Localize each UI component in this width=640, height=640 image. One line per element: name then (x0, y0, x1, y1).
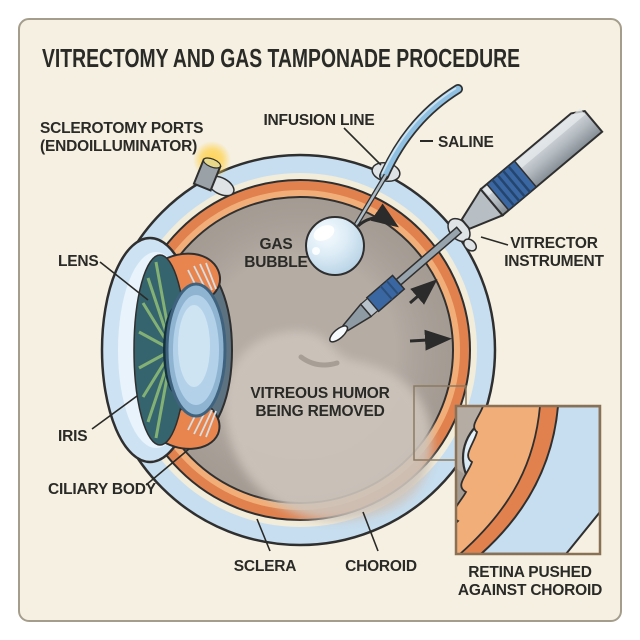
label-saline: SALINE (438, 134, 494, 151)
label-ciliary-body: CILIARY BODY (48, 481, 157, 498)
vitrector-instrument (298, 108, 604, 368)
inset-detail (454, 404, 602, 556)
vitrector-port-bump-small (462, 238, 478, 252)
label-vitreous-humor-1: VITREOUS HUMOR (250, 385, 389, 402)
page-title: VITRECTOMY AND GAS TAMPONADE PROCEDURE (42, 43, 520, 73)
arrow-up-right (409, 279, 438, 305)
label-gas-bubble-1: GAS (260, 236, 293, 253)
label-vitreous-humor-2: BEING REMOVED (255, 403, 384, 420)
vitrector-probe-inside (329, 226, 463, 343)
label-vitrector-1: VITRECTOR (510, 235, 597, 252)
label-sclerotomy-ports-1: SCLEROTOMY PORTS (40, 120, 203, 137)
pointer-sclera (256, 518, 271, 552)
anterior-segment (100, 236, 233, 464)
label-sclera: SCLERA (234, 558, 297, 575)
label-gas-bubble-2: BUBBLE (244, 254, 307, 271)
pressure-arrows (357, 203, 452, 351)
gas-bubble-sphere (305, 216, 365, 276)
lens-core (178, 305, 210, 387)
bubble-highlight (313, 225, 335, 241)
infusion-assembly (338, 84, 463, 252)
pointer-infusion-line (343, 127, 382, 166)
arrow-curved (357, 203, 399, 228)
handpiece-grip (485, 159, 538, 212)
inset-corner (564, 510, 600, 554)
pointer-lens (99, 261, 149, 301)
label-inset-caption-1: RETINA PUSHED (468, 564, 591, 581)
pointer-lines (91, 127, 509, 552)
label-sclerotomy-ports-2: (ENDOILLUMINATOR) (40, 138, 197, 155)
saline-tube (380, 85, 462, 180)
endoilluminator (192, 141, 235, 197)
label-inset-caption-2: AGAINST CHOROID (458, 582, 602, 599)
pointer-vitrector (480, 236, 509, 246)
cutter-motion-streak (298, 354, 340, 368)
label-choroid: CHOROID (345, 558, 417, 575)
pointer-choroid (362, 511, 379, 552)
pointer-iris (91, 395, 138, 430)
label-vitrector-2: INSTRUMENT (504, 253, 604, 270)
light-probe-tip (202, 157, 222, 169)
cutter-tip (329, 325, 349, 343)
inset-retina-wavy (456, 406, 541, 554)
label-infusion-line: INFUSION LINE (263, 112, 374, 129)
label-iris: IRIS (58, 428, 87, 445)
removed-vitreous-area (224, 330, 433, 522)
bubble-highlight-small (312, 247, 320, 255)
eye-globe (103, 153, 497, 547)
pointer-ciliary-body (145, 448, 190, 486)
iris-streaks (138, 261, 174, 439)
inset-border (454, 404, 602, 556)
saline-tube-highlight (381, 87, 457, 175)
gas-bubble (305, 216, 365, 276)
vitrector-handpiece (460, 108, 604, 230)
arrow-right (409, 329, 452, 351)
label-lens: LENS (58, 253, 99, 270)
